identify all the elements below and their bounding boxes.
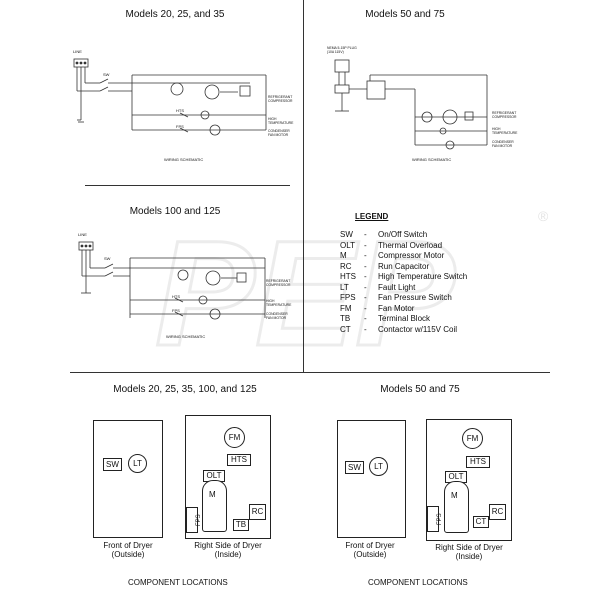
hts-box-left: HTS: [227, 454, 251, 466]
side-caption-right: Right Side of Dryer(Inside): [435, 543, 503, 561]
wiring-schematic-3: [78, 241, 266, 320]
schematic-1-fps-label: FPS: [176, 124, 184, 129]
legend-item: OLT-Thermal Overload: [340, 240, 443, 250]
sw-box-right: SW: [345, 461, 364, 474]
front-caption-right: Front of Dryer(Outside): [345, 541, 395, 559]
schematic-3-sw-label: SW: [104, 256, 111, 261]
schematic-3-fps-label: FPS: [172, 308, 180, 313]
schematic-2-fan-motor-label: CONDENSER FAN MOTOR: [492, 140, 514, 148]
legend-item: RC-Run Capacitor: [340, 261, 430, 271]
title-models-20-25-35: Models 20, 25, and 35: [125, 9, 225, 20]
component-locations-right: COMPONENT LOCATIONS: [368, 578, 468, 587]
front-of-dryer-left: [93, 420, 163, 538]
watermark-logo: PEP: [153, 208, 457, 366]
sw-box-left: SW: [103, 458, 122, 471]
schematic-3-compressor-label: REFRIGERANT COMPRESSOR: [266, 279, 291, 287]
wiring-schematic-1: [73, 58, 267, 136]
schematic-2-caption: WIRING SCHEMATIC: [412, 157, 452, 162]
component-locations-left: COMPONENT LOCATIONS: [128, 578, 228, 587]
registered-mark: ®: [538, 208, 549, 224]
schematic-1-caption: WIRING SCHEMATIC: [164, 157, 204, 162]
fps-box-right: FPS: [427, 506, 443, 532]
schematic-1-fan-motor-label: CONDENSER FAN MOTOR: [268, 129, 290, 137]
lt-circle-left: LT: [128, 454, 147, 473]
schematic-1-line-label: LINE: [73, 49, 82, 54]
legend-item: SW-On/Off Switch: [340, 230, 428, 239]
schematic-3-high-temp-label: HIGH TEMPERATURE: [266, 299, 292, 307]
legend-item: CT-Contactor w/115V Coil: [340, 324, 457, 334]
vertical-divider: [303, 0, 304, 372]
schematic-3-caption: WIRING SCHEMATIC: [166, 334, 206, 339]
plug-symbol: [334, 59, 350, 73]
title-models-50-75-bottom: Models 50 and 75: [380, 384, 460, 395]
hts-box-right: HTS: [466, 456, 490, 468]
tb-box-left: TB: [233, 519, 249, 531]
side-caption-left: Right Side of Dryer(Inside): [194, 541, 262, 559]
legend-item: LT-Fault Light: [340, 282, 416, 292]
schematic-1-sw-label: SW: [103, 72, 110, 77]
legend-item: FPS-Fan Pressure Switch: [340, 293, 452, 302]
legend-item: HTS-High Temperature Switch: [340, 272, 468, 281]
title-models-all-bottom: Models 20, 25, 35, 100, and 125: [113, 384, 257, 395]
schematic-3-line-label: LINE: [78, 232, 87, 237]
compressor-shape-left: [202, 480, 227, 532]
title-models-100-125: Models 100 and 125: [129, 206, 221, 217]
legend-title: LEGEND: [355, 212, 389, 221]
schematic-1-compressor-label: REFRIGERANT COMPRESSOR: [268, 95, 293, 103]
m-label-left: M: [209, 490, 216, 499]
front-of-dryer-right: [337, 420, 406, 538]
schematic-1-high-temp-label: HIGH TEMPERATURE: [268, 117, 294, 125]
fps-box-left: FPS: [186, 507, 202, 533]
schematic-2-compressor-label: REFRIGERANT COMPRESSOR: [492, 111, 517, 119]
lt-circle-right: LT: [369, 457, 388, 476]
right-side-of-dryer-right: [426, 419, 512, 541]
rc-box-left: RC: [249, 504, 266, 520]
title-models-50-75-top: Models 50 and 75: [365, 9, 445, 20]
front-caption-left: Front of Dryer(Outside): [103, 541, 153, 559]
fm-circle-left: FM: [224, 427, 245, 448]
schematic-3-fan-motor-label: CONDENSER FAN MOTOR: [266, 312, 288, 320]
m-label-right: M: [451, 491, 458, 500]
legend-item: FM-Fan Motor: [340, 303, 415, 313]
legend-item: M-Compressor Motor: [340, 251, 445, 260]
schematic-2-high-temp-label: HIGH TEMPERATURE: [492, 127, 518, 135]
fm-circle-right: FM: [462, 428, 483, 449]
schematic-2-plug-note: NEMA 5-15P PLUG (10A 115V): [327, 46, 357, 54]
schematic-3-hts-label: HTS: [172, 294, 180, 299]
wiring-schematic-2: [334, 59, 488, 150]
rc-box-right: RC: [489, 504, 506, 520]
horizontal-divider-bottom: [70, 372, 550, 373]
ct-box-right: CT: [473, 516, 489, 528]
legend-item: TB-Terminal Block: [340, 314, 431, 323]
horizontal-divider-mid-left: [85, 185, 290, 186]
watermark-text: PEP: [155, 209, 456, 365]
compressor-shape-right: [444, 481, 469, 533]
legend-list: SW-On/Off Switch OLT-Thermal Overload M-…: [340, 230, 467, 335]
schematic-1-hts-label: HTS: [176, 108, 184, 113]
